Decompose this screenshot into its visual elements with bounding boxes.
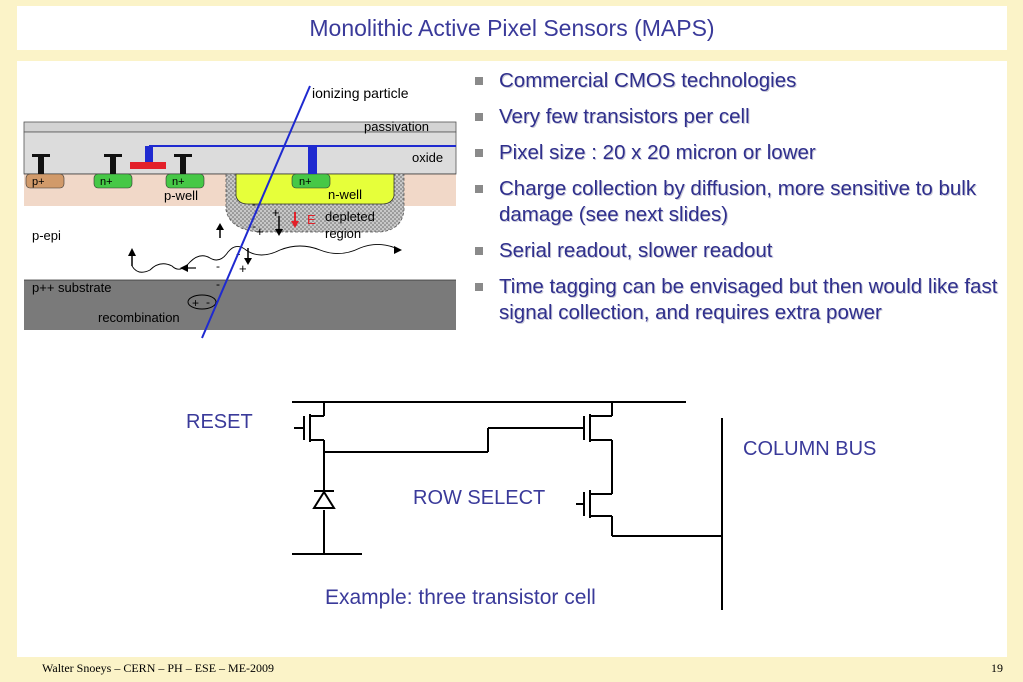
oxide-label: oxide [412, 150, 443, 165]
bullet-list: Commercial CMOS technologies Very few tr… [470, 68, 1010, 336]
reset-label: RESET [186, 411, 253, 433]
footer-author: Walter Snoeys – CERN – PH – ESE – ME-200… [42, 661, 275, 675]
title-bar: Monolithic Active Pixel Sensors (MAPS) [17, 6, 1007, 50]
passivation-label: passivation [364, 119, 429, 134]
contact-top [32, 154, 50, 157]
ionizing-particle-label: ionizing particle [312, 85, 409, 101]
n-well-label: n-well [328, 187, 362, 202]
svg-text:+: + [272, 205, 280, 220]
circuit-caption: Example: three transistor cell [325, 586, 596, 609]
contact-top [104, 154, 122, 157]
recombination-label: recombination [98, 310, 180, 325]
bullet-square-icon [475, 185, 483, 193]
contact [110, 156, 116, 174]
bullet-square-icon [475, 283, 483, 291]
substrate-label: p++ substrate [32, 280, 112, 295]
page-number: 19 [991, 661, 1003, 675]
bullet-item: Pixel size : 20 x 20 micron or lower [470, 140, 1010, 166]
n-well-contact [308, 146, 317, 174]
svg-text:+: + [192, 296, 199, 310]
row-select-label: ROW SELECT [413, 487, 546, 509]
bullet-square-icon [475, 113, 483, 121]
svg-text:-: - [216, 259, 220, 273]
svg-text:-: - [216, 277, 220, 291]
e-field-label: E [307, 212, 316, 227]
svg-text:+: + [239, 261, 247, 276]
svg-text:-: - [252, 219, 256, 233]
bullet-square-icon [475, 149, 483, 157]
n-plus-label: n+ [172, 176, 185, 188]
diffusion-path [131, 244, 401, 273]
svg-text:-: - [206, 295, 210, 309]
oxide-layer [23, 131, 457, 175]
gate [130, 162, 166, 169]
bullet-item: Commercial CMOS technologies [470, 68, 1010, 94]
maps-cross-section-diagram: ionizing particle passivation oxide p+ n… [23, 85, 457, 339]
n-well [235, 173, 395, 205]
svg-text:-: - [252, 197, 256, 211]
bullet-square-icon [475, 247, 483, 255]
gate-contact [145, 146, 153, 162]
p-plus-diffusion [25, 173, 65, 189]
column-bus-label: COLUMN BUS [743, 438, 877, 460]
bullet-square-icon [475, 77, 483, 85]
p-plus-label: p+ [32, 176, 45, 188]
photodiode-icon [312, 490, 336, 509]
n-plus-label: n+ [100, 176, 113, 188]
p-epi-label: p-epi [32, 228, 61, 243]
recombination-pair [187, 294, 217, 310]
particle-track [201, 85, 311, 339]
svg-text:+: + [256, 224, 264, 239]
contact-top [174, 154, 192, 157]
bullet-item: Very few transistors per cell [470, 104, 1010, 130]
contact [38, 156, 44, 174]
three-transistor-circuit [292, 401, 723, 610]
n-plus-label: n+ [299, 176, 312, 188]
region-label: region [325, 226, 361, 241]
bullet-item: Serial readout, slower readout [470, 238, 1010, 264]
substrate-layer [24, 280, 456, 330]
bullet-item: Charge collection by diffusion, more sen… [470, 176, 1010, 228]
slide-title: Monolithic Active Pixel Sensors (MAPS) [309, 15, 715, 41]
p-well-label: p-well [164, 188, 198, 203]
bullet-item: Time tagging can be envisaged but then w… [470, 274, 1010, 326]
contact [180, 156, 186, 174]
depleted-label: depleted [325, 209, 375, 224]
